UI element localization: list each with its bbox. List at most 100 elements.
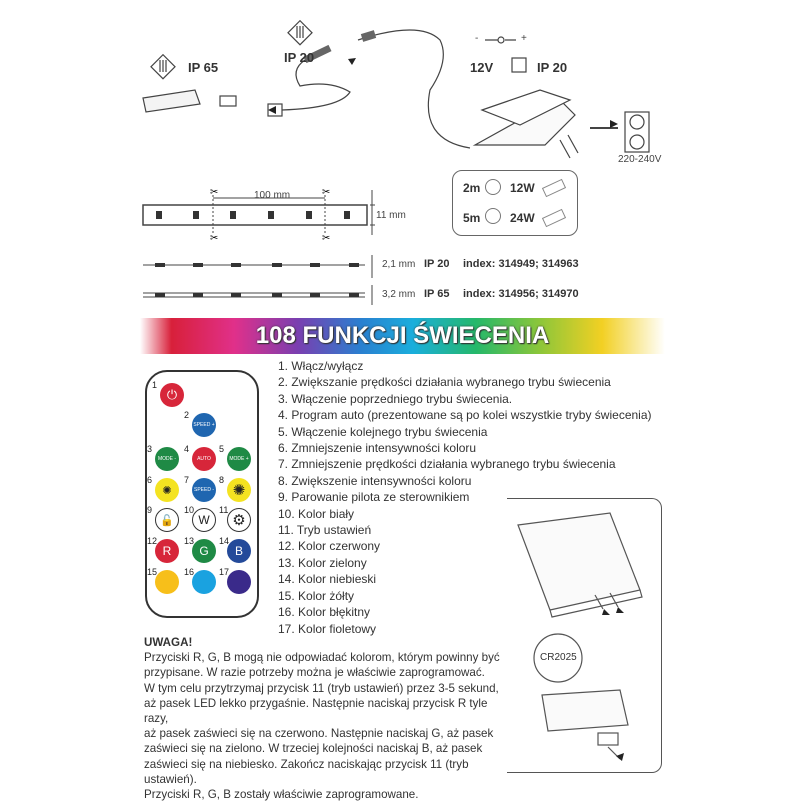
power-button[interactable]: ⏻ [160, 383, 184, 407]
ip20-strip-label: IP 20 [424, 258, 450, 270]
red-button[interactable]: R [155, 539, 179, 563]
settings-button[interactable]: ⚙ [227, 508, 251, 532]
button-number: 10 [184, 505, 195, 515]
button-label: AUTO [197, 456, 211, 462]
brightness-icon: ✺ [162, 484, 172, 497]
function-item: 12. Kolor czerwony [278, 539, 381, 554]
note-line: przypisane. W razie potrzeby można je wł… [144, 666, 485, 680]
reel-icon [485, 208, 501, 224]
power-icon: ⏻ [166, 387, 178, 402]
length-5m: 5m [463, 211, 481, 225]
function-item: 5. Włączenie kolejnego trybu świecenia [278, 424, 488, 439]
polarity-plus: + [521, 33, 527, 44]
button-number: 8 [219, 475, 225, 485]
pair-button[interactable]: 🔓 [155, 508, 179, 532]
power-12w: 12W [510, 181, 535, 195]
cut-distance: 100 mm [254, 190, 291, 201]
function-item: 10. Kolor biały [278, 506, 355, 521]
function-item: 13. Kolor zielony [278, 555, 367, 570]
class3-icon [150, 53, 176, 80]
length-2m: 2m [463, 181, 481, 195]
button-label: W [198, 513, 210, 527]
scissors-icon: ✂ [210, 187, 218, 198]
scissors-icon: ✂ [322, 187, 330, 198]
function-item: 11. Tryb ustawień [278, 523, 372, 538]
power-24w: 24W [510, 211, 535, 225]
speed-up-button[interactable]: SPEED + [192, 413, 216, 437]
blue-button[interactable]: B [227, 539, 251, 563]
ip20-thickness: 2,1 mm [382, 259, 416, 270]
battery-diagram [517, 512, 643, 761]
function-item: 3. Włączenie poprzedniego trybu świeceni… [278, 391, 513, 406]
ip65-strip-label: IP 65 [424, 288, 450, 300]
button-label: R [162, 544, 172, 558]
function-item: 1. Włącz/wyłącz [278, 359, 364, 373]
auto-button[interactable]: AUTO [192, 447, 216, 471]
button-label: MODE + [229, 456, 249, 462]
violet-button[interactable] [227, 570, 251, 594]
note-line: W tym celu przytrzymaj przycisk 11 (tryb… [144, 681, 499, 695]
button-number: 15 [147, 567, 158, 577]
note-line: zaświeci się na niebiesko. Zakończ nacis… [144, 757, 469, 786]
mains-voltage-label: 220-240V [618, 154, 662, 165]
button-number: 6 [147, 475, 153, 485]
rainbow-banner: 108 FUNKCJI ŚWIECENIA [140, 318, 665, 354]
green-button[interactable]: G [192, 539, 216, 563]
button-number: 1 [152, 380, 158, 390]
function-item: 2. Zwiększanie prędkości działania wybra… [278, 375, 611, 390]
note-line: Przyciski R, G, B mogą nie odpowiadać ko… [144, 651, 500, 665]
strip-width: 11 mm [376, 210, 406, 221]
function-item: 9. Parowanie pilota ze sterownikiem [278, 490, 470, 505]
ip20-controller-label: IP 20 [284, 50, 315, 65]
button-label: B [234, 544, 243, 558]
gear-icon: ⚙ [232, 512, 246, 529]
ip20-index: index: 314949; 314963 [463, 258, 579, 270]
function-item: 16. Kolor błękitny [278, 605, 371, 620]
warning-note: UWAGA! Przyciski R, G, B mogą nie odpowi… [144, 635, 514, 802]
function-item: 4. Program auto (prezentowane są po kole… [278, 408, 652, 423]
note-line: Przyciski R, G, B zostały właściwie zapr… [144, 788, 419, 802]
function-item: 8. Zwiększenie intensywności koloru [278, 473, 472, 488]
button-number: 3 [147, 444, 153, 454]
strip-dimension-diagram: ✂ ✂ ✂ ✂ [142, 187, 375, 305]
unlock-icon: 🔓 [160, 514, 174, 527]
yellow-button[interactable] [155, 570, 179, 594]
function-list: 1. Włącz/wyłącz 2. Zwiększanie prędkości … [278, 358, 652, 637]
button-number: 11 [219, 505, 229, 515]
scissors-icon: ✂ [210, 233, 218, 244]
function-item: 7. Zmniejszenie prędkości działania wybr… [278, 457, 616, 472]
function-item: 17. Kolor fioletowy [278, 621, 377, 636]
button-number: 14 [219, 536, 230, 546]
button-label: SPEED - [193, 487, 214, 493]
note-line: aż pasek zaświeci się na czerwono. Nastę… [144, 727, 494, 741]
speed-down-button[interactable]: SPEED - [192, 478, 216, 502]
button-number: 13 [184, 536, 195, 546]
button-label: MODE - [157, 456, 177, 462]
button-number: 7 [184, 475, 190, 485]
battery-label: CR2025 [540, 652, 577, 663]
class3-icon [287, 19, 313, 46]
scissors-icon: ✂ [322, 233, 330, 244]
button-number: 17 [219, 567, 230, 577]
ip65-index: index: 314956; 314970 [463, 288, 579, 300]
function-item: 6. Zmniejszenie intensywności koloru [278, 441, 477, 456]
button-number: 9 [147, 505, 153, 515]
function-item: 15. Kolor żółty [278, 588, 355, 603]
white-button[interactable]: W [192, 508, 216, 532]
note-title: UWAGA! [144, 636, 193, 649]
ip65-thickness: 3,2 mm [382, 289, 416, 300]
adapter-icon [541, 208, 567, 228]
cyan-button[interactable] [192, 570, 216, 594]
mode-next-button[interactable]: MODE + [227, 447, 251, 471]
button-label: SPEED + [193, 422, 215, 428]
reel-icon [485, 179, 501, 195]
brighten-button[interactable]: ✺ [227, 478, 251, 502]
brightness-icon: ✺ [232, 482, 246, 499]
voltage-label: 12V [470, 60, 494, 75]
note-line: aż pasek LED lekko przygaśnie. Następnie… [144, 696, 488, 726]
ip65-strip-label: IP 65 [188, 60, 219, 75]
dim-button[interactable]: ✺ [155, 478, 179, 502]
mode-prev-button[interactable]: MODE - [155, 447, 179, 471]
polarity-minus: - [475, 33, 479, 44]
